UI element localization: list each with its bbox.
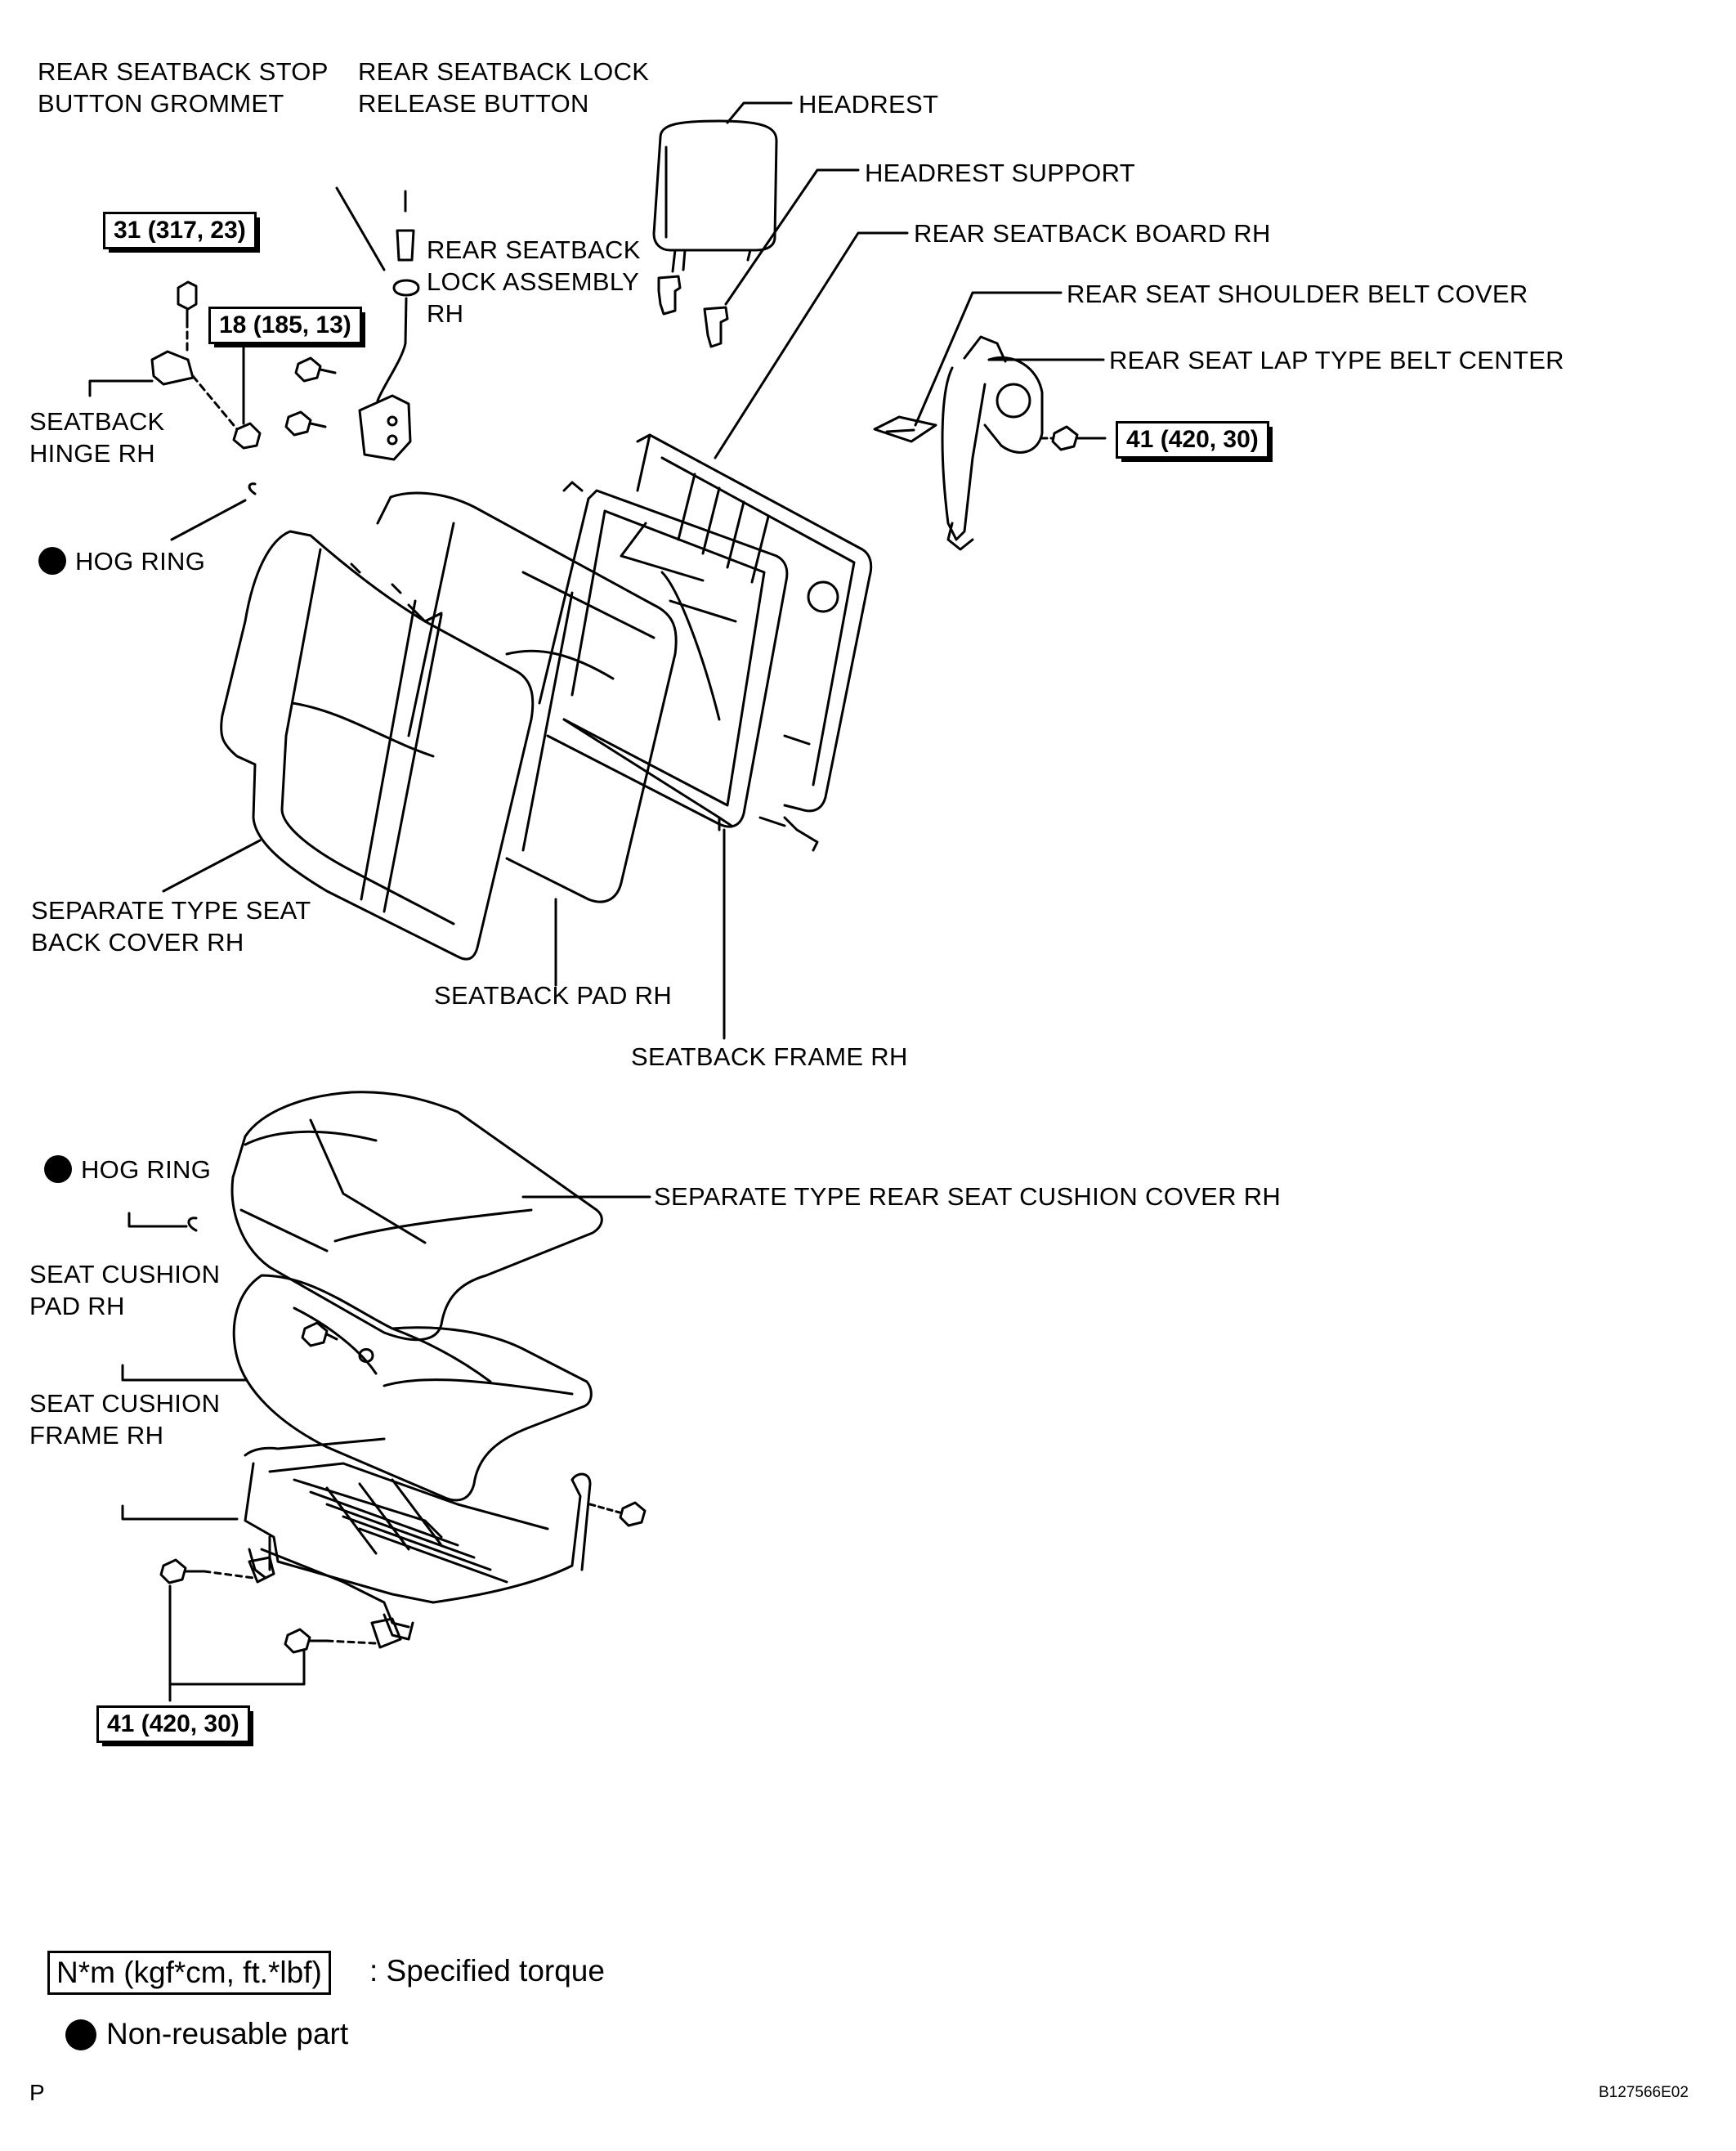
seatback-board-part <box>636 433 873 852</box>
legend-torque-unit-box: N*m (kgf*cm, ft.*lbf) <box>47 1951 331 1995</box>
cushion-frame-part <box>244 1437 592 1641</box>
label-stop-button-grommet: REAR SEATBACK STOP BUTTON GROMMET <box>38 57 329 118</box>
label-headrest-support: HEADREST SUPPORT <box>865 159 1135 187</box>
label-lap-belt-center: REAR SEAT LAP TYPE BELT CENTER <box>1109 346 1564 374</box>
label-cushion-cover: SEPARATE TYPE REAR SEAT CUSHION COVER RH <box>654 1182 1282 1211</box>
label-lock-assembly: REAR SEATBACK LOCK ASSEMBLY RH <box>427 235 641 328</box>
label-cushion-frame: SEAT CUSHION FRAME RH <box>29 1389 221 1450</box>
cushion-cover-part <box>230 1091 603 1342</box>
label-cushion-pad: SEAT CUSHION PAD RH <box>29 1260 221 1320</box>
cushion-bolts <box>159 1556 402 1654</box>
page-letter: P <box>29 2080 45 2105</box>
lock-bolts <box>284 356 337 437</box>
lap-belt-center-part <box>873 335 1107 551</box>
nonreusable-icon <box>38 547 66 575</box>
label-seatback-board: REAR SEATBACK BOARD RH <box>914 219 1271 248</box>
torque-spec-hinge-upper: 31 (317, 23) <box>103 212 260 253</box>
label-hog-ring-lower: HOG RING <box>81 1155 212 1184</box>
legend-nonreusable-text: Non-reusable part <box>106 2017 349 2050</box>
torque-spec-hinge-lower: 18 (185, 13) <box>208 307 365 347</box>
seatback-pad-part <box>376 491 678 903</box>
nonreusable-legend-icon <box>65 2019 96 2050</box>
label-seatback-hinge: SEATBACK HINGE RH <box>29 407 165 468</box>
cushion-pad-part <box>232 1274 593 1502</box>
label-seat-back-cover: SEPARATE TYPE SEAT BACK COVER RH <box>31 896 311 957</box>
label-seatback-pad: SEATBACK PAD RH <box>434 981 673 1010</box>
seatback-hinge-part <box>88 280 262 450</box>
label-seatback-frame: SEATBACK FRAME RH <box>631 1042 908 1071</box>
label-headrest: HEADREST <box>799 90 939 119</box>
label-shoulder-belt-cover: REAR SEAT SHOULDER BELT COVER <box>1067 280 1528 308</box>
nonreusable-icon <box>44 1155 72 1183</box>
torque-spec-cushion: 41 (420, 30) <box>96 1705 253 1746</box>
seatback-cover-part <box>220 530 535 961</box>
seatback-lock-assembly-part <box>335 186 420 461</box>
headrest-part <box>652 119 778 273</box>
figure-id: B127566E02 <box>1599 2084 1689 2101</box>
legend-torque-text: : Specified torque <box>369 1954 605 1987</box>
headrest-support-parts <box>657 275 729 348</box>
seatback-frame-part <box>538 481 789 831</box>
torque-spec-belt: 41 (420, 30) <box>1116 421 1273 462</box>
label-lock-release-button: REAR SEATBACK LOCK RELEASE BUTTON <box>358 57 650 118</box>
label-hog-ring-upper: HOG RING <box>75 547 206 576</box>
